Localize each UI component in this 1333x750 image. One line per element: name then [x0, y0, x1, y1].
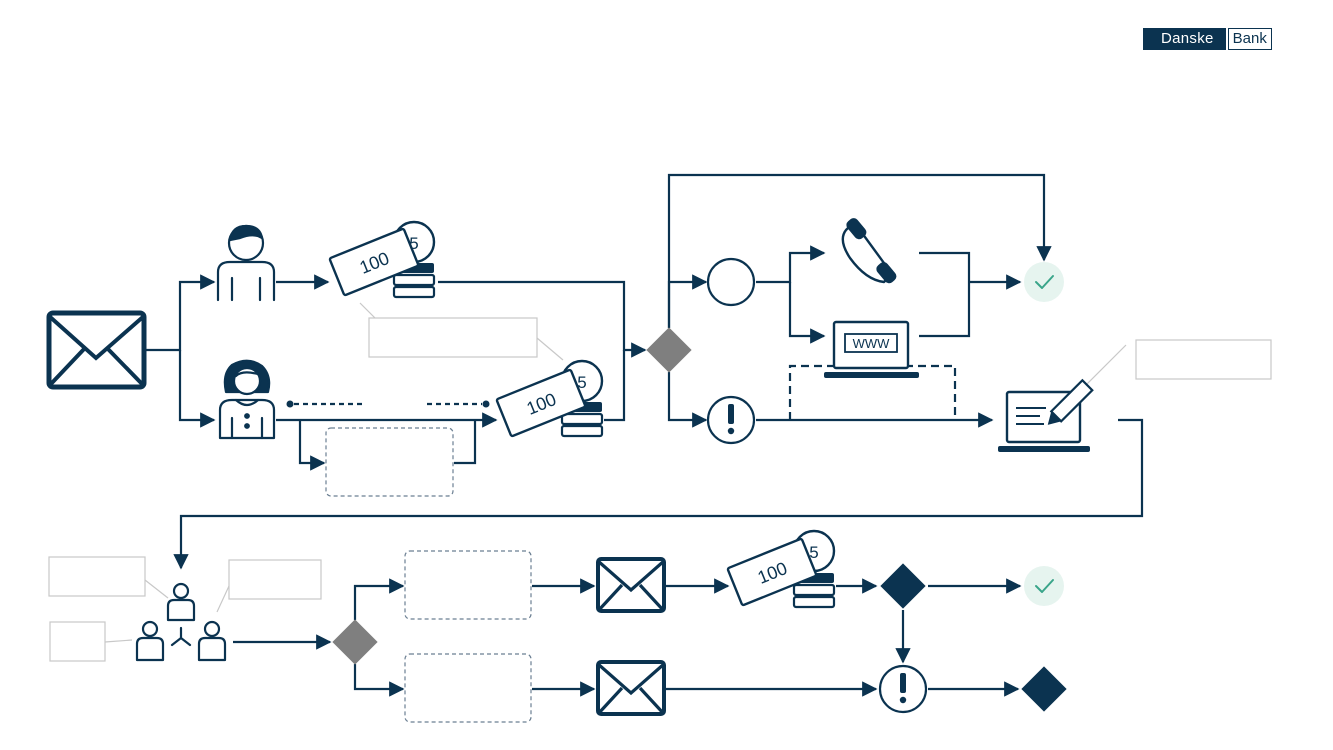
man-icon	[216, 224, 276, 302]
envelope-icon-bottom-2	[596, 660, 666, 716]
note-box-team-1	[48, 556, 146, 597]
money-icon-bottom: 5 100	[726, 529, 836, 609]
connector-event-to-phone	[756, 245, 826, 284]
coin-label-middle: 5	[577, 373, 586, 392]
connector-envelope-to-man	[146, 274, 216, 352]
success-check-icon-top	[1024, 262, 1064, 302]
alert-icon-top	[706, 395, 756, 445]
coin-label-bottom: 5	[809, 543, 818, 562]
dot-end	[482, 400, 490, 408]
team-icon	[135, 582, 227, 662]
note-box-team-2	[228, 559, 322, 600]
connector-money2-to-decision	[604, 350, 626, 422]
connector-top-bypass	[667, 173, 1052, 328]
task-box-1	[404, 550, 532, 620]
web-laptop-icon: WWW	[824, 320, 919, 378]
connector-event-to-web	[788, 282, 826, 344]
money-icon-top: 5 100	[328, 220, 436, 299]
connector-phone-web-merge	[919, 251, 971, 338]
event-circle	[706, 257, 756, 307]
coin-label-top: 5	[409, 234, 418, 253]
envelope-icon-bottom-1	[596, 557, 666, 613]
phone-icon	[841, 218, 897, 284]
form-laptop-icon	[998, 378, 1094, 452]
success-check-icon-bottom	[1024, 566, 1064, 606]
connector-woman-to-subprocess	[298, 420, 326, 471]
connector-form-to-team	[173, 418, 1144, 570]
end-event-diamond	[1021, 666, 1067, 712]
note-pointer-team-2	[216, 585, 230, 613]
note-box-team-3	[49, 621, 106, 662]
note-pointer-money-2	[536, 337, 564, 361]
note-pointer-money-1	[359, 302, 376, 319]
note-pointer-team-3	[104, 639, 133, 643]
danske-bank-logo: Danske Bank	[1143, 28, 1272, 50]
subprocess-box	[325, 427, 454, 497]
logo-danske: Danske	[1143, 28, 1226, 50]
note-pointer-form	[1085, 344, 1127, 386]
decision-gateway-navy	[880, 563, 926, 609]
www-label: WWW	[853, 336, 891, 351]
woman-icon	[218, 359, 276, 440]
decision-gateway-top	[646, 327, 692, 373]
connector-envelope-to-woman	[178, 350, 216, 428]
note-box-money	[368, 317, 538, 358]
decision-gateway-bottom	[332, 619, 378, 665]
connector-decision-to-task2	[353, 664, 405, 697]
money-icon-middle: 5 100	[495, 359, 604, 438]
connector-subprocess-return	[454, 420, 477, 465]
connector-decision-to-event	[667, 274, 708, 328]
logo-bank: Bank	[1227, 28, 1272, 50]
connector-decision-to-task1	[353, 578, 405, 620]
dot-start	[286, 400, 294, 408]
task-box-2	[404, 653, 532, 723]
envelope-icon	[46, 310, 147, 390]
connector-money-to-decision	[438, 280, 647, 358]
note-box-form	[1135, 339, 1272, 380]
connector-decision-to-alert	[667, 372, 708, 428]
note-pointer-team-1	[144, 579, 169, 599]
alert-icon-bottom	[878, 664, 928, 714]
annotations	[48, 302, 1272, 723]
